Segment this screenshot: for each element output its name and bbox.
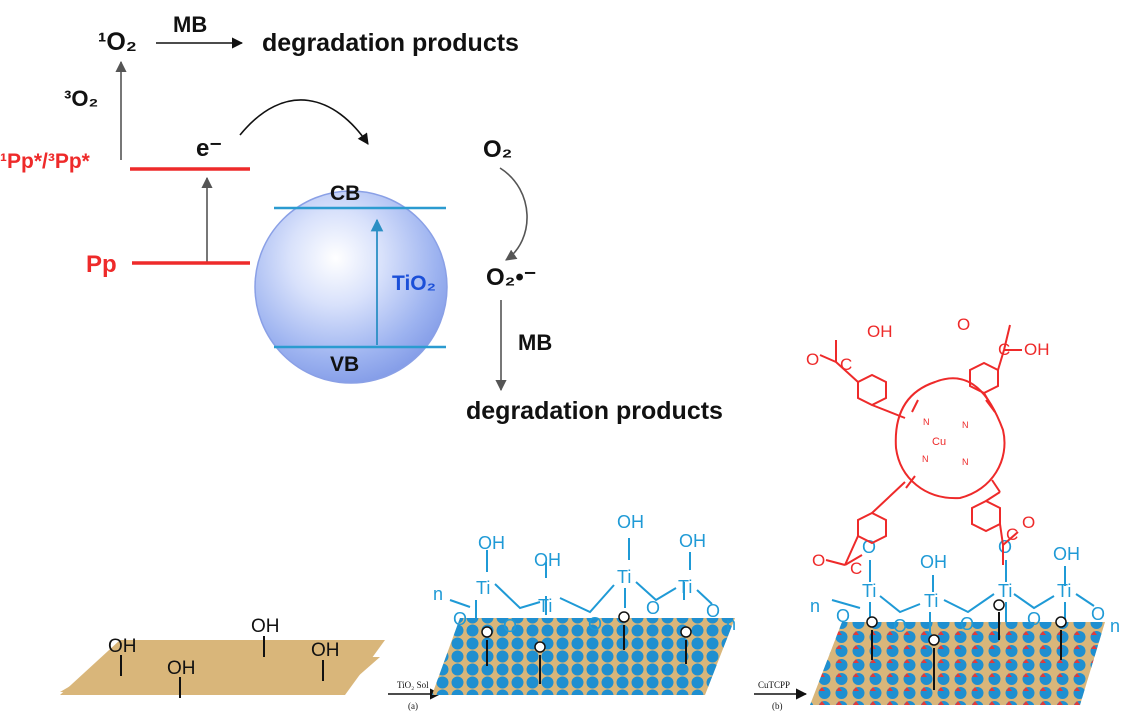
svg-text:OH: OH (679, 531, 706, 551)
svg-text:OH: OH (617, 512, 644, 532)
step-a-label: (a) (408, 701, 418, 711)
oxygen-reduction-arrow (499, 167, 528, 261)
svg-text:N: N (962, 457, 969, 467)
electron-label: e⁻ (196, 135, 222, 162)
svg-text:O: O (453, 609, 467, 629)
tio2-network-right (831, 560, 1095, 640)
svg-text:N: N (922, 454, 929, 464)
step-b-label: (b) (772, 701, 783, 711)
ground-state-label: Pp (86, 251, 117, 278)
step-a-reagent: TiO₂ Sol (397, 680, 429, 690)
singlet-oxygen-label: ¹O₂ (98, 28, 137, 56)
conduction-band-label: CB (330, 182, 360, 205)
cutcpp-porphyrin (819, 324, 1022, 566)
substrate-plate-top (60, 640, 385, 695)
svg-text:Ti: Ti (617, 567, 631, 587)
svg-text:O: O (998, 537, 1012, 557)
phenyl-ring-top-left (857, 373, 887, 407)
phenyl-ring-bottom-right (971, 499, 1001, 533)
mb-label-top: MB (173, 12, 207, 37)
degradation-products-right: degradation products (466, 397, 723, 425)
svg-text:O: O (812, 551, 825, 570)
tio2-network-right-black-links (871, 612, 1062, 690)
tio2-label: TiO₂ (392, 272, 436, 295)
svg-text:Ti: Ti (538, 596, 552, 616)
svg-text:N: N (962, 420, 969, 430)
svg-text:n: n (1110, 616, 1120, 636)
svg-text:O: O (503, 616, 517, 636)
tio2-sphere (254, 190, 448, 384)
degradation-products-top: degradation products (262, 29, 519, 57)
svg-text:Ti: Ti (998, 581, 1012, 601)
svg-text:Ti: Ti (476, 578, 490, 598)
photocatalysis-scheme: ¹O₂ MB degradation products ³O₂ ¹Pp*/³Pp… (0, 12, 723, 425)
substrate-oh-2: OH (167, 658, 196, 679)
svg-text:O: O (806, 350, 819, 369)
tio2-network-middle-black-links (486, 625, 687, 684)
svg-text:O: O (706, 601, 720, 621)
svg-text:Ti: Ti (862, 581, 876, 601)
svg-text:OH: OH (1053, 544, 1080, 564)
tio2-network-middle (449, 538, 713, 618)
svg-text:Ti: Ti (924, 591, 938, 611)
svg-text:O: O (1091, 604, 1105, 624)
svg-text:C: C (850, 559, 862, 578)
superoxide-label: O₂•⁻ (486, 264, 536, 291)
svg-text:O: O (960, 614, 974, 634)
step-b-reagent: CuTCPP (758, 680, 790, 690)
tio2-nanoparticle-layer (432, 618, 735, 695)
svg-text:O: O (1027, 609, 1041, 629)
svg-text:C: C (1006, 525, 1018, 544)
svg-text:OH: OH (534, 550, 561, 570)
phenyl-ring-top-right (969, 361, 999, 395)
valence-band-label: VB (330, 353, 359, 376)
svg-text:OH: OH (867, 322, 893, 341)
electron-injection-arrow (239, 99, 369, 145)
svg-text:O: O (957, 315, 970, 334)
svg-text:O: O (1022, 513, 1035, 532)
tio2-network-right-labels: O OH O OH Ti Ti Ti Ti O O O O O n n (810, 537, 1120, 636)
excited-state-label: ¹Pp*/³Pp* (0, 150, 91, 173)
svg-text:O: O (893, 616, 907, 636)
cutcpp-labels: OH O C O C OH O C C O Cu N N N N (806, 315, 1050, 578)
svg-text:OH: OH (920, 552, 947, 572)
svg-text:C: C (840, 355, 852, 374)
tio2-network-middle-o-rings (481, 611, 692, 653)
svg-text:O: O (646, 598, 660, 618)
svg-text:Ti: Ti (1057, 581, 1071, 601)
tio2-network-middle-labels: OH OH OH OH Ti Ti Ti Ti O O O O O n n (433, 512, 736, 636)
svg-text:N: N (923, 417, 930, 427)
svg-text:C: C (998, 340, 1010, 359)
svg-text:OH: OH (1024, 340, 1050, 359)
triplet-oxygen-label: ³O₂ (64, 86, 98, 111)
svg-text:Cu: Cu (932, 436, 946, 448)
cutcpp-nanoparticle-layer (810, 622, 1105, 705)
substrate-oh-1: OH (108, 636, 137, 657)
svg-text:n: n (433, 584, 443, 604)
svg-text:Ti: Ti (678, 577, 692, 597)
mb-label-right: MB (518, 330, 552, 355)
substrate-oh-4: OH (311, 640, 340, 661)
svg-text:OH: OH (478, 533, 505, 553)
svg-text:O: O (836, 606, 850, 626)
svg-text:n: n (726, 614, 736, 634)
synthesis-scheme: OH OH OH OH TiO₂ Sol (a) (60, 315, 1120, 711)
svg-text:n: n (810, 596, 820, 616)
substrate-oh-3: OH (251, 616, 280, 637)
tio2-network-right-o-rings (866, 599, 1067, 646)
svg-text:O: O (588, 614, 602, 634)
substrate-hydroxyls: OH OH OH OH (108, 616, 340, 698)
oxygen-label: O₂ (483, 136, 512, 163)
